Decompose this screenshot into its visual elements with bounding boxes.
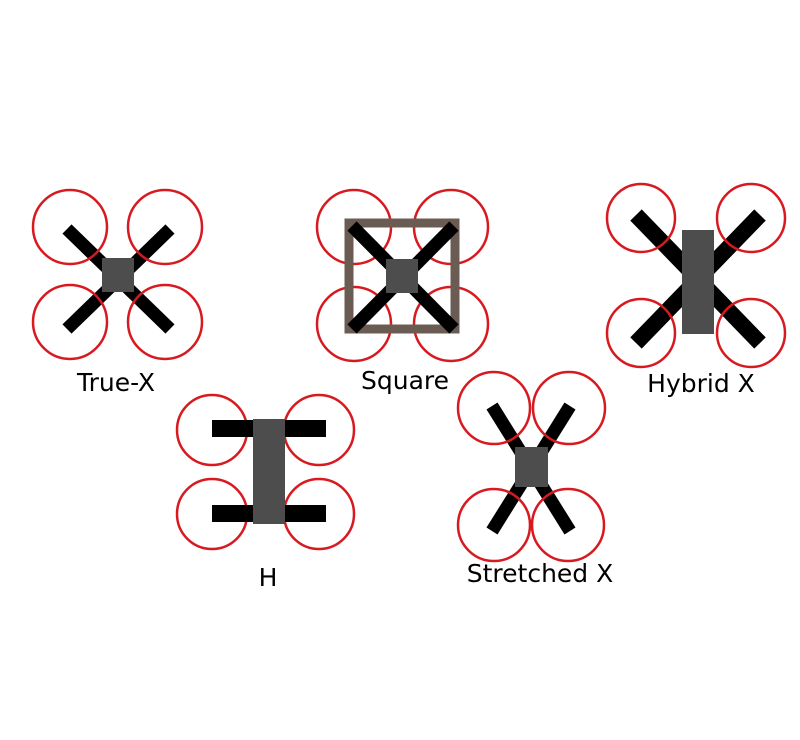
stretched-x-propeller-tr [531, 370, 607, 446]
h-label: H [259, 563, 278, 592]
hybrid-x-label: Hybrid X [647, 369, 755, 398]
true-x-body [102, 258, 134, 292]
hybrid-x-propeller-br [715, 297, 787, 369]
square-label: Square [361, 366, 449, 395]
true-x-propeller-tr [126, 188, 204, 266]
hybrid-x-propeller-bl [605, 297, 677, 369]
hybrid-x-frame: Hybrid X [605, 182, 787, 398]
stretched-x-propeller-br [530, 487, 606, 563]
stretched-x-propeller-bl [456, 487, 532, 563]
square-frame: Square [315, 188, 490, 395]
square-outer-frame [344, 218, 460, 334]
hybrid-x-body [682, 230, 714, 334]
true-x-label: True-X [76, 368, 155, 397]
true-x-propeller-br [126, 283, 204, 361]
square-propeller-bl [315, 285, 393, 363]
true-x-frame: True-X [31, 188, 204, 397]
true-x-propeller-tl [31, 188, 109, 266]
stretched-x-frame: Stretched X [456, 370, 614, 588]
hybrid-x-propeller-tr [715, 182, 787, 254]
square-body [386, 259, 418, 293]
h-body [253, 419, 285, 524]
stretched-x-body [515, 447, 548, 487]
hybrid-x-propeller-tl [605, 182, 677, 254]
h-frame: H [175, 393, 356, 592]
stretched-x-propeller-tl [456, 370, 532, 446]
true-x-propeller-bl [31, 283, 109, 361]
stretched-x-label: Stretched X [467, 559, 614, 588]
